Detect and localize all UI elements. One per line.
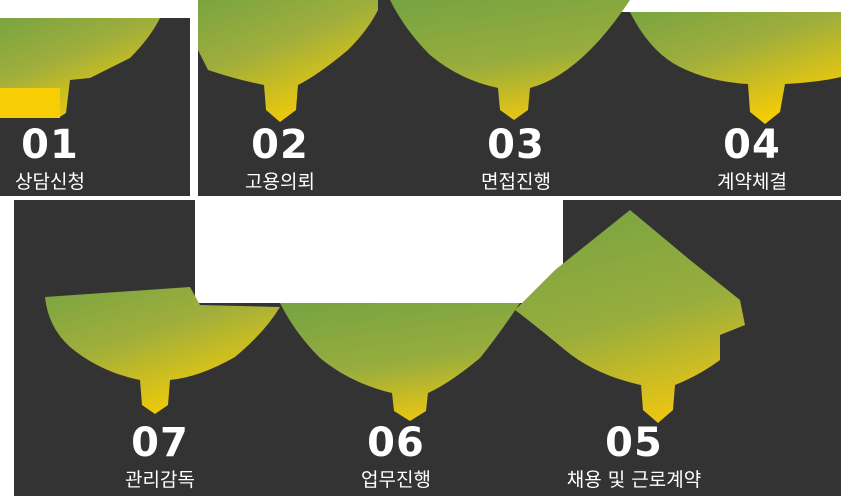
step-number: 03 [487, 122, 545, 168]
step-number: 06 [367, 420, 425, 466]
white-overlay-block [195, 196, 563, 303]
step-label: 계약체결 [717, 171, 787, 193]
step-number: 02 [251, 122, 309, 168]
step-label: 채용 및 근로계약 [566, 469, 702, 491]
step-05: 05 채용 및 근로계약 [524, 422, 744, 492]
step-01: 01 상담신청 [0, 124, 160, 194]
top-right-notch [563, 0, 841, 12]
step-label: 면접진행 [481, 171, 551, 193]
step-label: 고용의뢰 [245, 171, 315, 193]
step-03: 03 면접진행 [406, 124, 626, 194]
leaf-icon-step-04 [620, 12, 841, 127]
step-02: 02 고용의뢰 [170, 124, 390, 194]
leaf-icon-step-01 [0, 18, 190, 118]
leaf-icon-step-03 [390, 0, 630, 125]
leaf-icon-step-06 [280, 303, 520, 423]
step-number: 01 [21, 122, 79, 168]
step-label: 상담신청 [15, 171, 85, 193]
step-04: 04 계약체결 [642, 124, 841, 194]
step-number: 05 [605, 420, 663, 466]
step-07: 07 관리감독 [50, 422, 270, 492]
leaf-icon-step-07 [40, 287, 290, 422]
step-number: 07 [131, 420, 189, 466]
leaf-icon-step-05 [515, 210, 755, 425]
step-label: 업무진행 [361, 469, 431, 491]
white-gap-strip [0, 196, 841, 200]
step-number: 04 [723, 122, 781, 168]
white-gap-left [0, 196, 14, 286]
step-06: 06 업무진행 [286, 422, 506, 492]
step-label: 관리감독 [125, 469, 195, 491]
leaf-icon-step-02 [198, 0, 388, 125]
